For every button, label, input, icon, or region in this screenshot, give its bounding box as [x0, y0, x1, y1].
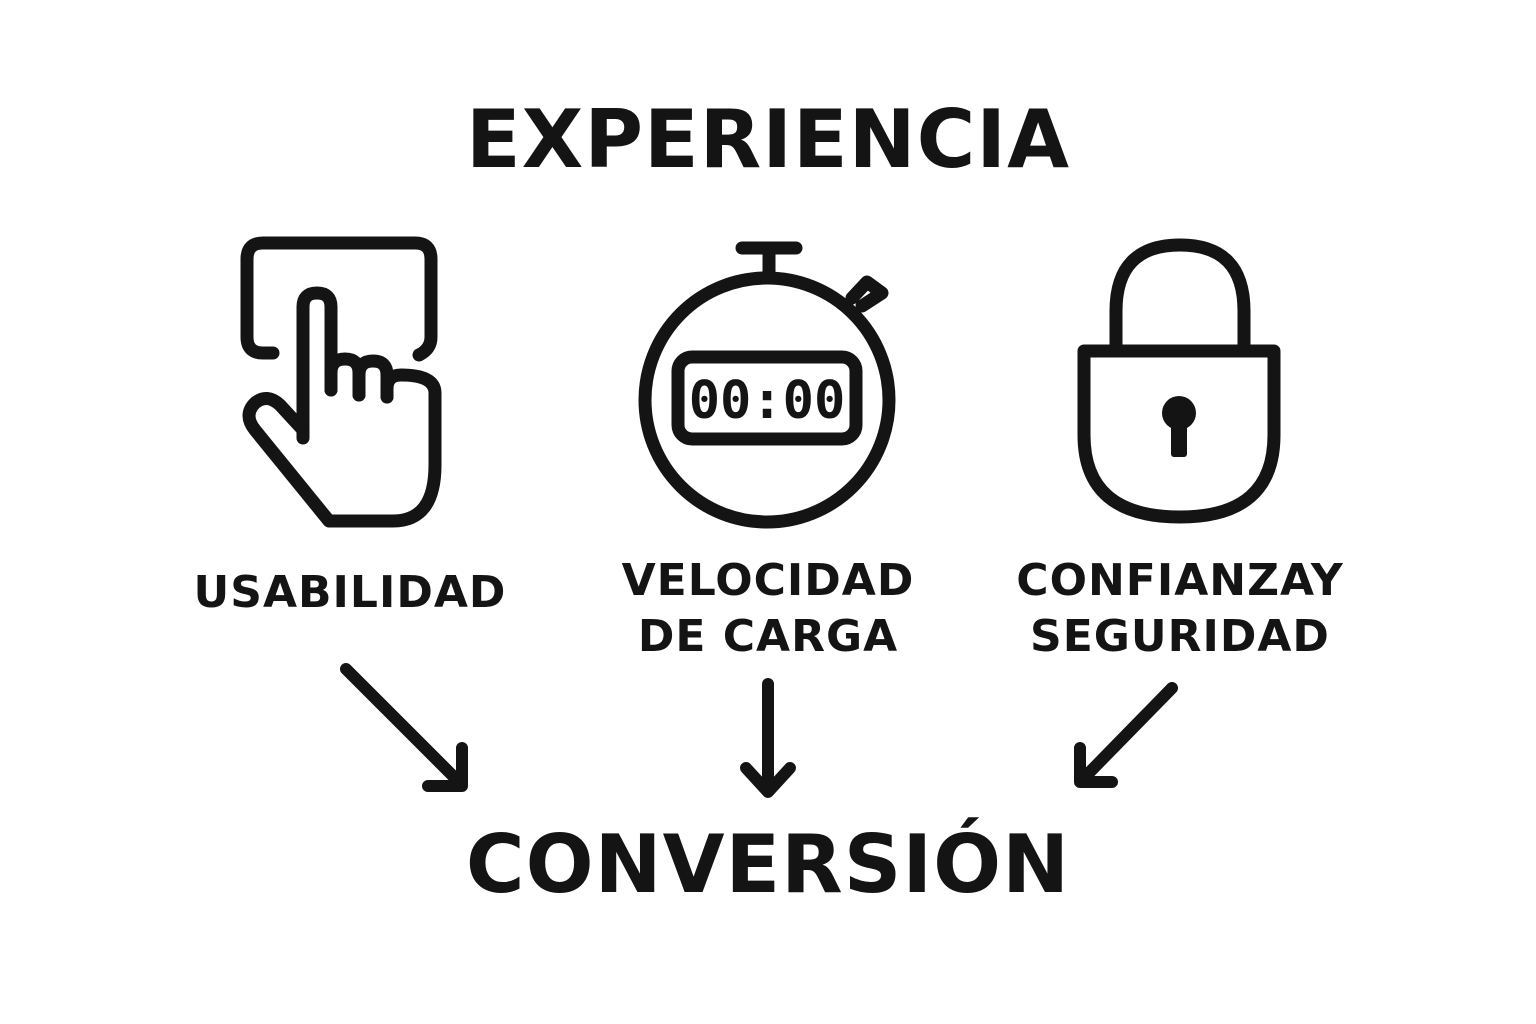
arrow-down-right-icon: [340, 663, 468, 792]
padlock-icon: [1077, 238, 1281, 524]
pillar-label-line: USABILIDAD: [193, 567, 507, 618]
pillar-label-confianza: CONFIANZAY SEGURIDAD: [990, 553, 1370, 665]
pillar-label-velocidad: VELOCIDAD DE CARGA: [588, 553, 948, 665]
pillar-label-line: SEGURIDAD: [1030, 611, 1330, 662]
arrow-down-left-icon: [1074, 682, 1178, 788]
stopwatch-display: 00:00: [689, 371, 846, 431]
pillar-label-usabilidad: USABILIDAD: [170, 565, 530, 621]
arrow-down-icon: [740, 678, 796, 798]
pillar-label-line: CONFIANZAY: [1016, 555, 1344, 606]
pointing-hand-icon: [240, 236, 442, 528]
conversion-title: CONVERSIÓN: [465, 818, 1071, 911]
pillar-label-line: VELOCIDAD: [621, 555, 915, 606]
pillar-label-line: DE CARGA: [637, 611, 899, 662]
stopwatch-icon: 00:00: [638, 241, 896, 529]
diagram-title: EXPERIENCIA: [466, 93, 1070, 186]
